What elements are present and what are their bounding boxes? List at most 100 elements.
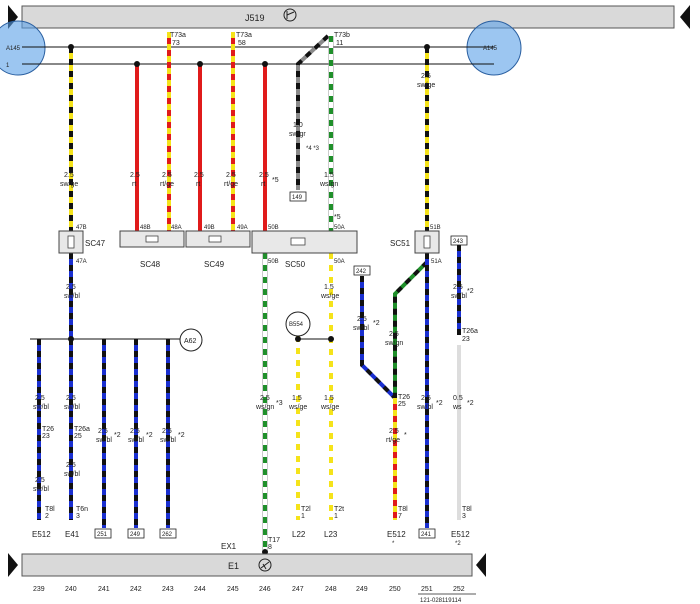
component-note: * (392, 541, 395, 547)
a-label-right: A145 (483, 46, 498, 52)
mid-connector-pin: 23 (42, 433, 50, 440)
junction-dot (424, 44, 430, 50)
wire-size: 2.5 (389, 331, 399, 338)
wire-color: sw/bl (417, 404, 433, 411)
wire-color: ws/gn (319, 181, 338, 188)
bottom-connector-pin: 8 (268, 544, 272, 551)
top-connector-code: T73b (334, 32, 350, 39)
fuse-pin: 50B (268, 259, 279, 265)
wire-note: *2 (467, 288, 474, 295)
wire-size: 2.5 (260, 395, 270, 402)
junction-dot (68, 336, 74, 342)
mid-connector-pin: 25 (398, 401, 406, 408)
wire-color: sw/gn (385, 340, 403, 347)
fuse-label: SC47 (85, 239, 106, 248)
wire-size: 0.5 (453, 395, 463, 402)
fuse-pin: 50A (334, 225, 345, 231)
fuse-label: SC50 (285, 260, 306, 269)
column-number: 245 (227, 586, 239, 593)
mid-connector-pin: 25 (74, 433, 82, 440)
top-bus-label: J519 (245, 13, 265, 23)
column-number: 244 (194, 586, 206, 593)
wire-size: 2.5 (421, 73, 431, 80)
wire-color: sw/bl (128, 437, 144, 444)
ref-box (418, 528, 436, 539)
wire-size: 2.5 (453, 284, 463, 291)
wire-size: 2.5 (226, 172, 236, 179)
lower-wires-group (37, 245, 461, 552)
wire-size: 2.5 (162, 172, 172, 179)
bottom-bus-left-arrow (8, 553, 18, 577)
wire-color: sw/bl (160, 437, 176, 444)
wire-size: 2.5 (357, 316, 367, 323)
fuse-pin: 50A (334, 259, 345, 265)
wire-size: 2.5 (98, 428, 108, 435)
column-number: 239 (33, 586, 45, 593)
wire-size: 1.5 (324, 172, 334, 179)
wire-sw-gr-stripe (296, 34, 330, 190)
fuse-pin: 48A (171, 225, 182, 231)
wire-color: rt/ge (386, 437, 400, 444)
wire-color: sw/ge (60, 181, 78, 188)
fuse-box-sc51: SC51 (390, 230, 440, 254)
wire-color: ws/gn (255, 404, 274, 411)
column-number: 241 (98, 586, 110, 593)
wire-note: *2 (373, 320, 380, 327)
wire-color: sw/ge (417, 82, 435, 89)
wire-color: ws/ge (320, 293, 339, 300)
ref-box (353, 265, 371, 276)
wire-sw-gn (393, 260, 429, 398)
bottom-connector-pin: 7 (398, 513, 402, 520)
ref-box-label: 251 (97, 532, 108, 538)
wire-color: sw/bl (64, 404, 80, 411)
wire-color: sw/bl (33, 486, 49, 493)
wire-size: 2.5 (259, 172, 269, 179)
wire-size: 2.5 (194, 172, 204, 179)
fuse-box-sc48: SC48 (119, 230, 185, 269)
wire-color: sw/bl (451, 293, 467, 300)
wire-color: rt/ge (160, 181, 174, 188)
wire-note: *5 (334, 214, 341, 221)
column-number: 251 (421, 586, 433, 593)
wire-size: 2.5 (66, 395, 76, 402)
fuse-pin: 49B (204, 225, 215, 231)
wire-color: sw/bl (64, 293, 80, 300)
connector-circle-left (0, 20, 46, 76)
wire-color: sw/bl (96, 437, 112, 444)
wire-note: *4 *3 (306, 146, 320, 152)
bottom-connector-pin: 1 (301, 513, 305, 520)
bottom-bus-right-arrow (476, 553, 486, 577)
ex-label: EX1 (221, 542, 237, 551)
fuse-pin: 51A (431, 259, 442, 265)
component-label: E512 (387, 530, 406, 539)
junction-dot (68, 44, 74, 50)
column-number: 243 (162, 586, 174, 593)
ref-box (159, 528, 177, 539)
ref-box (450, 235, 468, 246)
wire-sw-bl-stripe (360, 276, 397, 400)
ref-box (127, 528, 145, 539)
mid-connector-code: T26 (42, 426, 54, 433)
wire-size: 2.5 (35, 395, 45, 402)
wire-note: *3 (276, 400, 283, 407)
ref-box-label: 243 (453, 239, 464, 245)
wire-size: 2.5 (389, 428, 399, 435)
bottom-connector-code: T2t (334, 506, 344, 513)
top-bus-right-arrow (680, 5, 690, 29)
wire-note: *2 (114, 432, 121, 439)
fuse-label: SC48 (140, 260, 161, 269)
component-label: L23 (324, 530, 338, 539)
wire-note: *2 (178, 432, 185, 439)
column-number: 248 (325, 586, 337, 593)
ref-box-label: 249 (130, 532, 141, 538)
wire-color: ws/ge (288, 404, 307, 411)
ref-box-label: 149 (292, 195, 303, 201)
bottom-bus-bar (21, 553, 473, 577)
wire-color: rt (196, 181, 200, 188)
component-label: E512 (451, 530, 470, 539)
top-connector-pin: 73 (172, 40, 180, 47)
fuse-pin: 50B (268, 225, 279, 231)
wire-size: 2.5 (162, 428, 172, 435)
wire-size: 1.5 (292, 395, 302, 402)
